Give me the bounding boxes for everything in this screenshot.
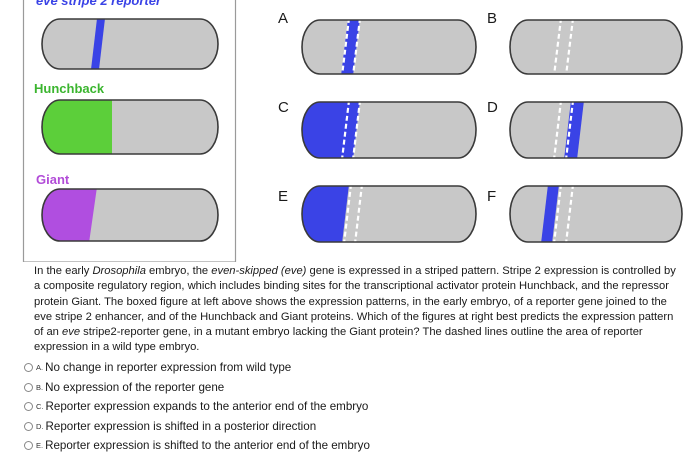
embryo-panel-c — [301, 101, 477, 159]
reporter-stripe — [563, 102, 585, 158]
reporter-stripe — [540, 186, 560, 242]
wild-type-dash-left — [551, 20, 564, 74]
wild-type-dash-left — [551, 186, 564, 242]
choice-letter: C. — [36, 402, 44, 412]
key-embryo-giant — [41, 188, 219, 242]
question-text-part: stripe2-reporter gene, in a mutant embry… — [34, 326, 643, 354]
embryo-panel-b — [509, 19, 683, 75]
choice-text: No change in reporter expression from wi… — [45, 361, 292, 375]
giant-label: Giant — [36, 172, 70, 187]
choice-letter: B. — [36, 382, 44, 392]
key-box — [22, 0, 237, 262]
choice-letter: E. — [36, 441, 44, 451]
hunchback-label: Hunchback — [34, 81, 105, 96]
embryo-figure: eve stripe 2 reporter Hunchback Giant A … — [22, 0, 683, 262]
wild-type-dash-left — [339, 20, 352, 74]
choice-text: Reporter expression expands to the anter… — [45, 400, 369, 414]
panel-letter-a: A — [278, 10, 288, 27]
reporter-stripe — [90, 19, 106, 69]
panel-letter-d: D — [487, 99, 498, 116]
key-embryo-hunchback — [41, 99, 219, 155]
radio-button-icon[interactable] — [24, 382, 33, 392]
wild-type-dash-right — [563, 186, 576, 242]
reporter-expression — [302, 186, 350, 242]
wild-type-dash-right — [350, 102, 363, 158]
choice-text: Reporter expression is shifted in a post… — [45, 419, 317, 433]
question-text-gene: even-skipped (eve) — [211, 265, 307, 277]
panel-letter-e: E — [278, 188, 288, 205]
choice-text: No expression of the reporter gene — [45, 380, 225, 394]
answer-choice-d[interactable]: D. Reporter expression is shifted in a p… — [24, 417, 370, 437]
panel-letter-b: B — [487, 10, 497, 27]
choice-text: Reporter expression is shifted to the an… — [45, 439, 370, 453]
giant-domain — [42, 189, 98, 241]
answer-choices: A. No change in reporter expression from… — [24, 358, 370, 456]
question-text: In the early Drosophila embryo, the even… — [34, 264, 684, 356]
wild-type-dash-left — [551, 102, 564, 158]
radio-button-icon[interactable] — [24, 441, 33, 451]
question-text-gene-name: eve — [62, 326, 81, 339]
wild-type-dash-left — [339, 102, 352, 158]
radio-button-icon[interactable] — [24, 421, 33, 431]
wild-type-dash-right — [563, 102, 576, 158]
choice-letter: D. — [36, 421, 44, 431]
question-text-part: embryo, the — [145, 265, 212, 277]
embryo-panel-e — [301, 185, 477, 243]
choice-letter: A. — [36, 363, 44, 373]
question-text-part: gene is expressed in a striped pattern. … — [34, 265, 676, 339]
wild-type-dash-right — [352, 186, 365, 242]
answer-choice-c[interactable]: C. Reporter expression expands to the an… — [24, 397, 370, 417]
answer-choice-b[interactable]: B. No expression of the reporter gene — [24, 378, 370, 398]
key-embryo-reporter — [41, 18, 219, 70]
answer-choice-a[interactable]: A. No change in reporter expression from… — [24, 358, 370, 378]
radio-button-icon[interactable] — [24, 402, 33, 412]
panel-letter-c: C — [278, 99, 289, 116]
reporter-expression — [302, 102, 361, 158]
embryo-panel-f — [509, 185, 683, 243]
question-text-part: In the early — [34, 265, 93, 277]
embryo-panel-a — [301, 19, 477, 75]
wild-type-dash-right — [563, 20, 576, 74]
reporter-title-label: eve stripe 2 reporter — [36, 0, 162, 8]
answer-choice-e[interactable]: E. Reporter expression is shifted to the… — [24, 436, 370, 456]
question-text-species: Drosophila — [92, 265, 146, 277]
panel-letter-f: F — [487, 188, 496, 205]
reporter-stripe — [340, 20, 361, 74]
wild-type-dash-right — [350, 20, 363, 74]
wild-type-dash-left — [341, 186, 354, 242]
hunchback-domain — [42, 100, 112, 154]
embryo-panel-d — [509, 101, 683, 159]
radio-button-icon[interactable] — [24, 363, 33, 373]
